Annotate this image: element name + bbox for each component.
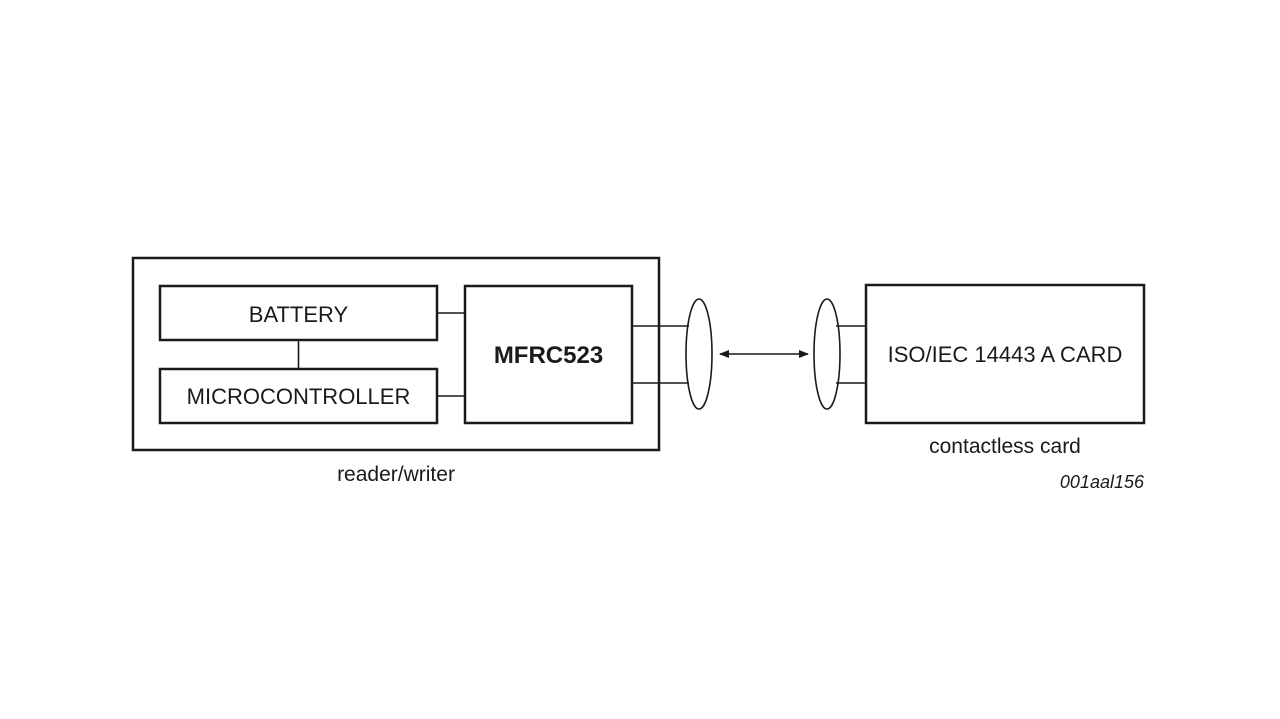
- figure-reference: 001aal156: [1060, 472, 1145, 492]
- reader-writer-caption: reader/writer: [337, 463, 455, 486]
- iso-card-label: ISO/IEC 14443 A CARD: [888, 342, 1123, 367]
- card-antenna-coil: [813, 298, 841, 410]
- battery-label: BATTERY: [249, 302, 349, 327]
- iso-card-block: [864, 283, 1146, 425]
- reader-writer-frame: [131, 256, 661, 452]
- contactless-card-caption: contactless card: [929, 435, 1081, 458]
- mfrc523-block: [463, 284, 634, 425]
- mfrc523-label: MFRC523: [494, 342, 603, 369]
- reader-antenna-coil: [685, 298, 713, 410]
- microcontroller-label: MICROCONTROLLER: [187, 384, 411, 409]
